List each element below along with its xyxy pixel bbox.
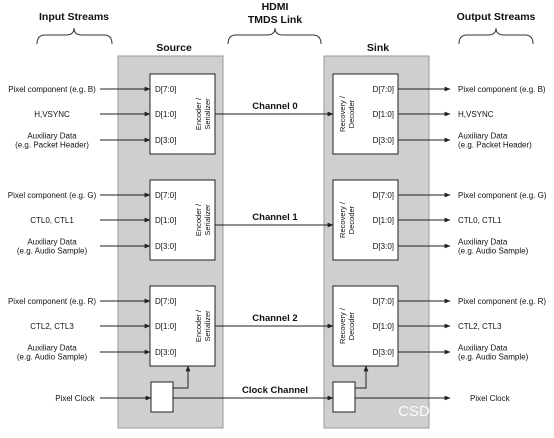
input-stream-label: (e.g. Audio Sample) [17, 353, 88, 362]
output-streams-title: Output Streams [457, 11, 536, 23]
decoder-port-label: D[1:0] [373, 110, 394, 119]
input-stream-label: Pixel component (e.g. G) [8, 191, 97, 200]
tmds-link-brace [227, 27, 322, 45]
clock-to-encoder-arrow [173, 365, 191, 389]
recovery-decoder-block [332, 285, 399, 367]
input-stream-label: Auxiliary Data [27, 132, 77, 141]
input-stream-label: (e.g. Packet Header) [15, 141, 89, 150]
output-stream-label: Auxiliary Data [458, 132, 508, 141]
decoder-port-label: D[1:0] [373, 322, 394, 331]
decoder-label: Recovery /Decoder [338, 307, 356, 344]
tmds-link-title: TMDS Link [248, 14, 302, 26]
decoder-label: Recovery /Decoder [338, 201, 356, 238]
encoder-port-label: D[3:0] [155, 136, 176, 145]
clock-to-decoder-arrow [355, 365, 369, 389]
watermark: CSDN @夸克与弦理论 [398, 403, 550, 420]
input-stream-label: CTL0, CTL1 [30, 216, 74, 225]
output-stream-label: Pixel component (e.g. R) [458, 297, 546, 306]
output-stream-label: H,VSYNC [458, 110, 494, 119]
clock-channel-label: Clock Channel [242, 385, 308, 396]
output-stream-label: CTL2, CTL3 [458, 322, 502, 331]
output-streams-brace [458, 27, 534, 45]
output-stream-label: Auxiliary Data [458, 344, 508, 353]
channel-label: Channel 1 [252, 212, 298, 223]
decoder-port-label: D[3:0] [373, 136, 394, 145]
output-stream-label: (e.g. Audio Sample) [458, 247, 529, 256]
pixel-clock-input-label: Pixel Clock [55, 394, 96, 403]
encoder-port-label: D[1:0] [155, 110, 176, 119]
input-stream-label: Pixel component (e.g. R) [8, 297, 96, 306]
decoder-port-label: D[3:0] [373, 348, 394, 357]
channel-label: Channel 2 [252, 313, 297, 324]
input-stream-label: (e.g. Audio Sample) [17, 247, 88, 256]
input-stream-label: CTL2, CTL3 [30, 322, 74, 331]
recovery-decoder-block [332, 179, 399, 261]
decoder-port-label: D[1:0] [373, 216, 394, 225]
encoder-serializer-block [149, 285, 216, 367]
encoder-serializer-block [149, 73, 216, 155]
hdmi-title: HDMI [262, 1, 289, 13]
decoder-label: Recovery /Decoder [338, 95, 356, 132]
encoder-port-label: D[7:0] [155, 191, 176, 200]
output-stream-label: Pixel component (e.g. B) [458, 85, 546, 94]
encoder-port-label: D[1:0] [155, 322, 176, 331]
encoder-label: Encoder /Serializer [194, 309, 212, 342]
decoder-port-label: D[3:0] [373, 242, 394, 251]
input-streams-brace [36, 27, 113, 45]
encoder-label: Encoder /Serializer [194, 203, 212, 236]
encoder-port-label: D[1:0] [155, 216, 176, 225]
decoder-port-label: D[7:0] [373, 297, 394, 306]
sink-title: Sink [367, 42, 389, 54]
output-stream-label: (e.g. Packet Header) [458, 141, 532, 150]
channel-label: Channel 0 [252, 101, 297, 112]
encoder-port-label: D[3:0] [155, 242, 176, 251]
input-streams-title: Input Streams [39, 11, 109, 23]
encoder-port-label: D[3:0] [155, 348, 176, 357]
encoder-serializer-block [149, 179, 216, 261]
encoder-port-label: D[7:0] [155, 85, 176, 94]
pixel-clock-output-label: Pixel Clock [470, 394, 511, 403]
clock-sink-block [332, 381, 356, 413]
output-stream-label: Pixel component (e.g. G) [458, 191, 547, 200]
input-stream-label: Pixel component (e.g. B) [8, 85, 96, 94]
encoder-port-label: D[7:0] [155, 297, 176, 306]
input-stream-label: Auxiliary Data [27, 238, 77, 247]
input-stream-label: Auxiliary Data [27, 344, 77, 353]
decoder-port-label: D[7:0] [373, 85, 394, 94]
decoder-port-label: D[7:0] [373, 191, 394, 200]
recovery-decoder-block [332, 73, 399, 155]
output-stream-label: CTL0, CTL1 [458, 216, 502, 225]
input-stream-label: H,VSYNC [34, 110, 70, 119]
output-stream-label: Auxiliary Data [458, 238, 508, 247]
encoder-label: Encoder /Serializer [194, 97, 212, 130]
clock-source-block [150, 381, 174, 413]
output-stream-label: (e.g. Audio Sample) [458, 353, 529, 362]
source-title: Source [156, 42, 192, 54]
